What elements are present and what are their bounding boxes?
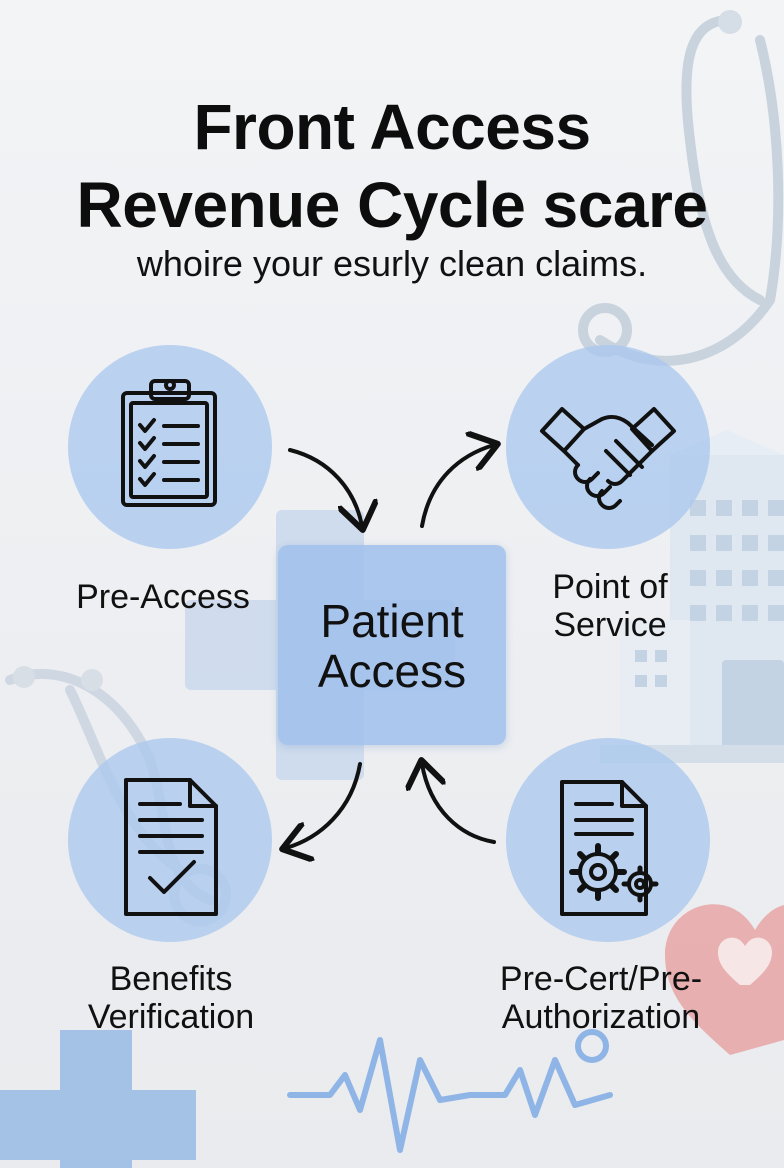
plus-icon: [0, 1030, 196, 1168]
heartbeat-line-icon: [287, 1037, 613, 1153]
pre-access-circle: [68, 345, 272, 549]
point-of-service-circle: [506, 345, 710, 549]
clipboard-checklist-icon: [121, 379, 217, 507]
pre-cert-label-line-1: Pre-Cert/Pre-: [499, 960, 703, 998]
point-of-service-label: Point of Service: [520, 568, 700, 644]
title-line-2: Revenue Cycle scare: [76, 169, 708, 241]
benefits-verification-label-line-1: Benefits: [109, 960, 233, 998]
handshake-icon: [540, 407, 676, 510]
pre-access-label: Pre-Access: [50, 578, 276, 616]
document-gears-icon: [560, 780, 659, 916]
patient-access-box: [278, 545, 506, 745]
pre-cert-circle: [506, 738, 710, 942]
point-of-service-label-line-1: Point of: [552, 568, 668, 606]
point-of-service-label-line-2: Service: [553, 606, 667, 644]
benefits-verification-label: Benefits Verification: [50, 960, 292, 1036]
patient-access-label: Patient Access: [278, 596, 506, 696]
center-line-1: Patient: [320, 595, 464, 647]
page-title: Front Access Revenue Cycle scare: [0, 88, 784, 244]
benefits-verification-circle: [68, 738, 272, 942]
title-line-1: Front Access: [193, 91, 591, 163]
pre-cert-label: Pre-Cert/Pre- Authorization: [466, 960, 736, 1036]
benefits-verification-label-line-2: Verification: [87, 998, 255, 1036]
subtitle: whoire your esurly clean claims.: [136, 243, 648, 284]
pre-access-label-line-1: Pre-Access: [76, 578, 250, 616]
document-check-icon: [124, 778, 218, 916]
center-line-2: Access: [317, 645, 467, 697]
pre-cert-label-line-2: Authorization: [501, 998, 701, 1036]
